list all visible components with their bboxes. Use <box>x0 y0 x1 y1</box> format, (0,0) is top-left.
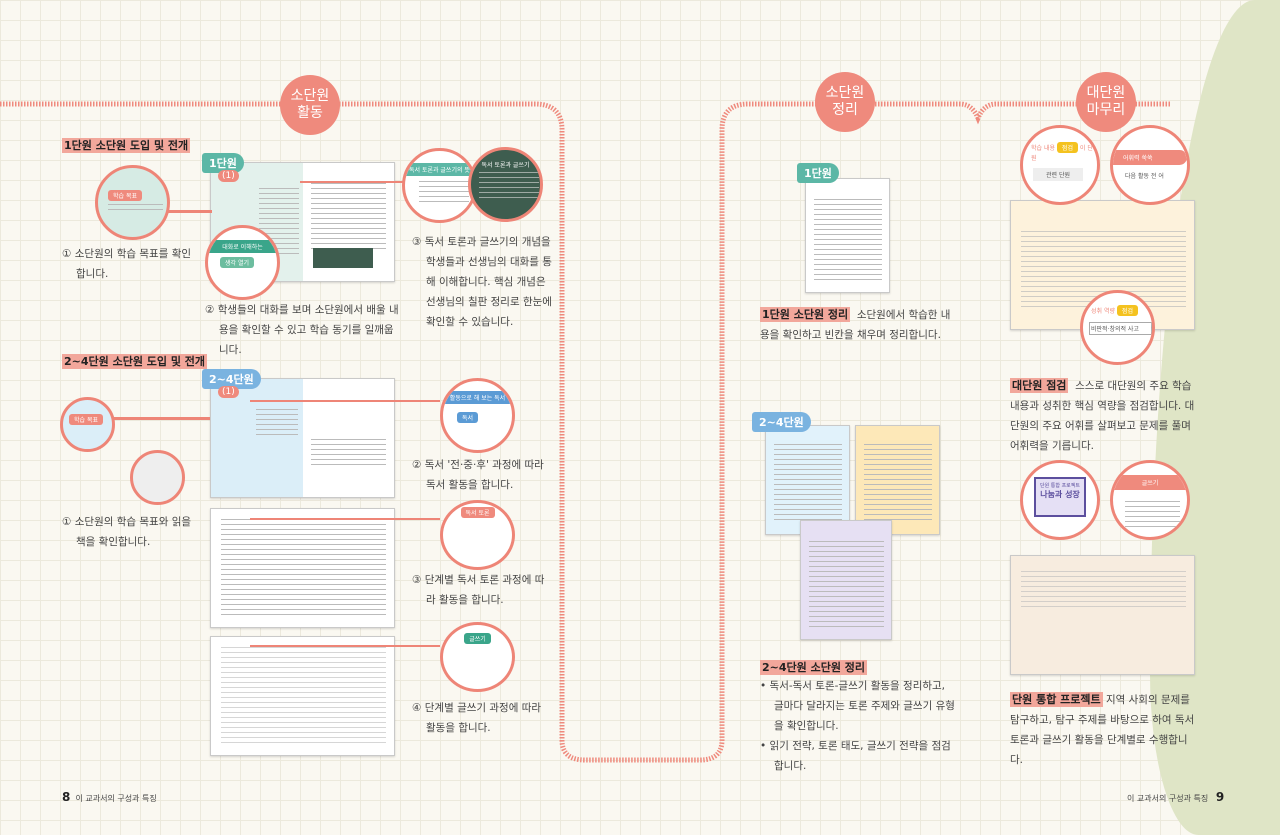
callout-learning-content: 학습 내용 점검 이 단원 관련 단원 <box>1020 125 1100 205</box>
callout-concept: 독서 토론과 글쓰기의 뜻 <box>402 148 477 223</box>
lesson-number: (1) <box>218 170 239 182</box>
bullet: • 독서-독서 토론-글쓰기 활동을 정리하고, 글마다 달라지는 토론 주제와… <box>760 680 955 732</box>
callout-learning-goal: 학습 목표 <box>60 397 115 452</box>
bullet: • 읽기 전략, 토론 태도, 글쓰기 전략을 점검합니다. <box>760 740 951 772</box>
description: ① 소단원의 학습 목표와 읽을 책을 확인합니다. <box>62 516 192 548</box>
description: ③ 단계별 독서 토론 과정에 따라 활동을 합니다. <box>412 574 545 606</box>
section-title: 2~4단원 소단원 도입 및 전개 <box>62 354 208 369</box>
page-footer-left: 8 이 교과서의 구성과 특징 <box>62 790 157 804</box>
description: ② 학생들의 대화를 보며 소단원에서 배울 내용을 확인할 수 있고 학습 동… <box>205 304 399 356</box>
summary-page <box>765 425 850 535</box>
textbook-spread <box>210 508 395 628</box>
project-description: 단원 통합 프로젝트 지역 사회의 문제를 탐구하고, 탐구 주제를 바탕으로 … <box>1010 692 1195 766</box>
summary-page <box>800 520 892 640</box>
summary-description: 1단원 소단원 정리 소단원에서 학습한 내용을 확인하고 빈칸을 채우며 정리… <box>760 307 951 341</box>
description: ④ 단계별 글쓰기 과정에 따라 활동을 합니다. <box>412 702 542 734</box>
textbook-spread <box>210 378 395 498</box>
callout-competency: 성취 역량 점검 비판적·창의적 사고 <box>1080 290 1155 365</box>
summary-page <box>805 178 890 293</box>
summary-page <box>855 425 940 535</box>
callout-book-cover <box>130 450 185 505</box>
callout-dialogue: 대화로 이해하는 생각 열기 <box>205 225 280 300</box>
callout-debate: 독서 토론 <box>440 500 515 570</box>
callout-learning-goal: 학습 목표 <box>95 165 170 240</box>
section-title: 2~4단원 소단원 정리 <box>760 660 868 675</box>
page-footer-right: 이 교과서의 구성과 특징 9 <box>1127 790 1225 804</box>
unit-badge: 1단원 <box>202 153 244 173</box>
lesson-number: (1) <box>218 386 239 398</box>
callout-blackboard: 독서 토론과 글쓰기 <box>468 147 543 222</box>
callout-project-writing: 글쓰기 <box>1110 460 1190 540</box>
description: ① 소단원의 학습 목표를 확인합니다. <box>62 248 192 280</box>
callout-writing: 글쓰기 <box>440 622 515 692</box>
project-spread <box>1010 555 1195 675</box>
callout-vocabulary: 어휘력 쑥쑥 다음 활동 전 어 <box>1110 125 1190 205</box>
unit-badge: 2~4단원 <box>202 369 261 389</box>
description: ② 독서 '전·중·후' 과정에 따라 독서 활동을 합니다. <box>412 459 544 491</box>
textbook-spread <box>210 636 395 756</box>
unit-badge: 2~4단원 <box>752 412 811 432</box>
unit-badge: 1단원 <box>797 163 839 183</box>
unit-check-description: 대단원 점검 스스로 대단원의 주요 학습 내용과 성취한 핵심 역량을 점검합… <box>1010 378 1195 452</box>
section-title: 1단원 소단원 도입 및 전개 <box>62 138 191 153</box>
description: ③ 독서 토론과 글쓰기의 개념을 학생들과 선생님의 대화를 통해 이해합니다… <box>412 236 552 328</box>
callout-reading-activity: 활동으로 해 보는 독서 독서 <box>440 378 515 453</box>
